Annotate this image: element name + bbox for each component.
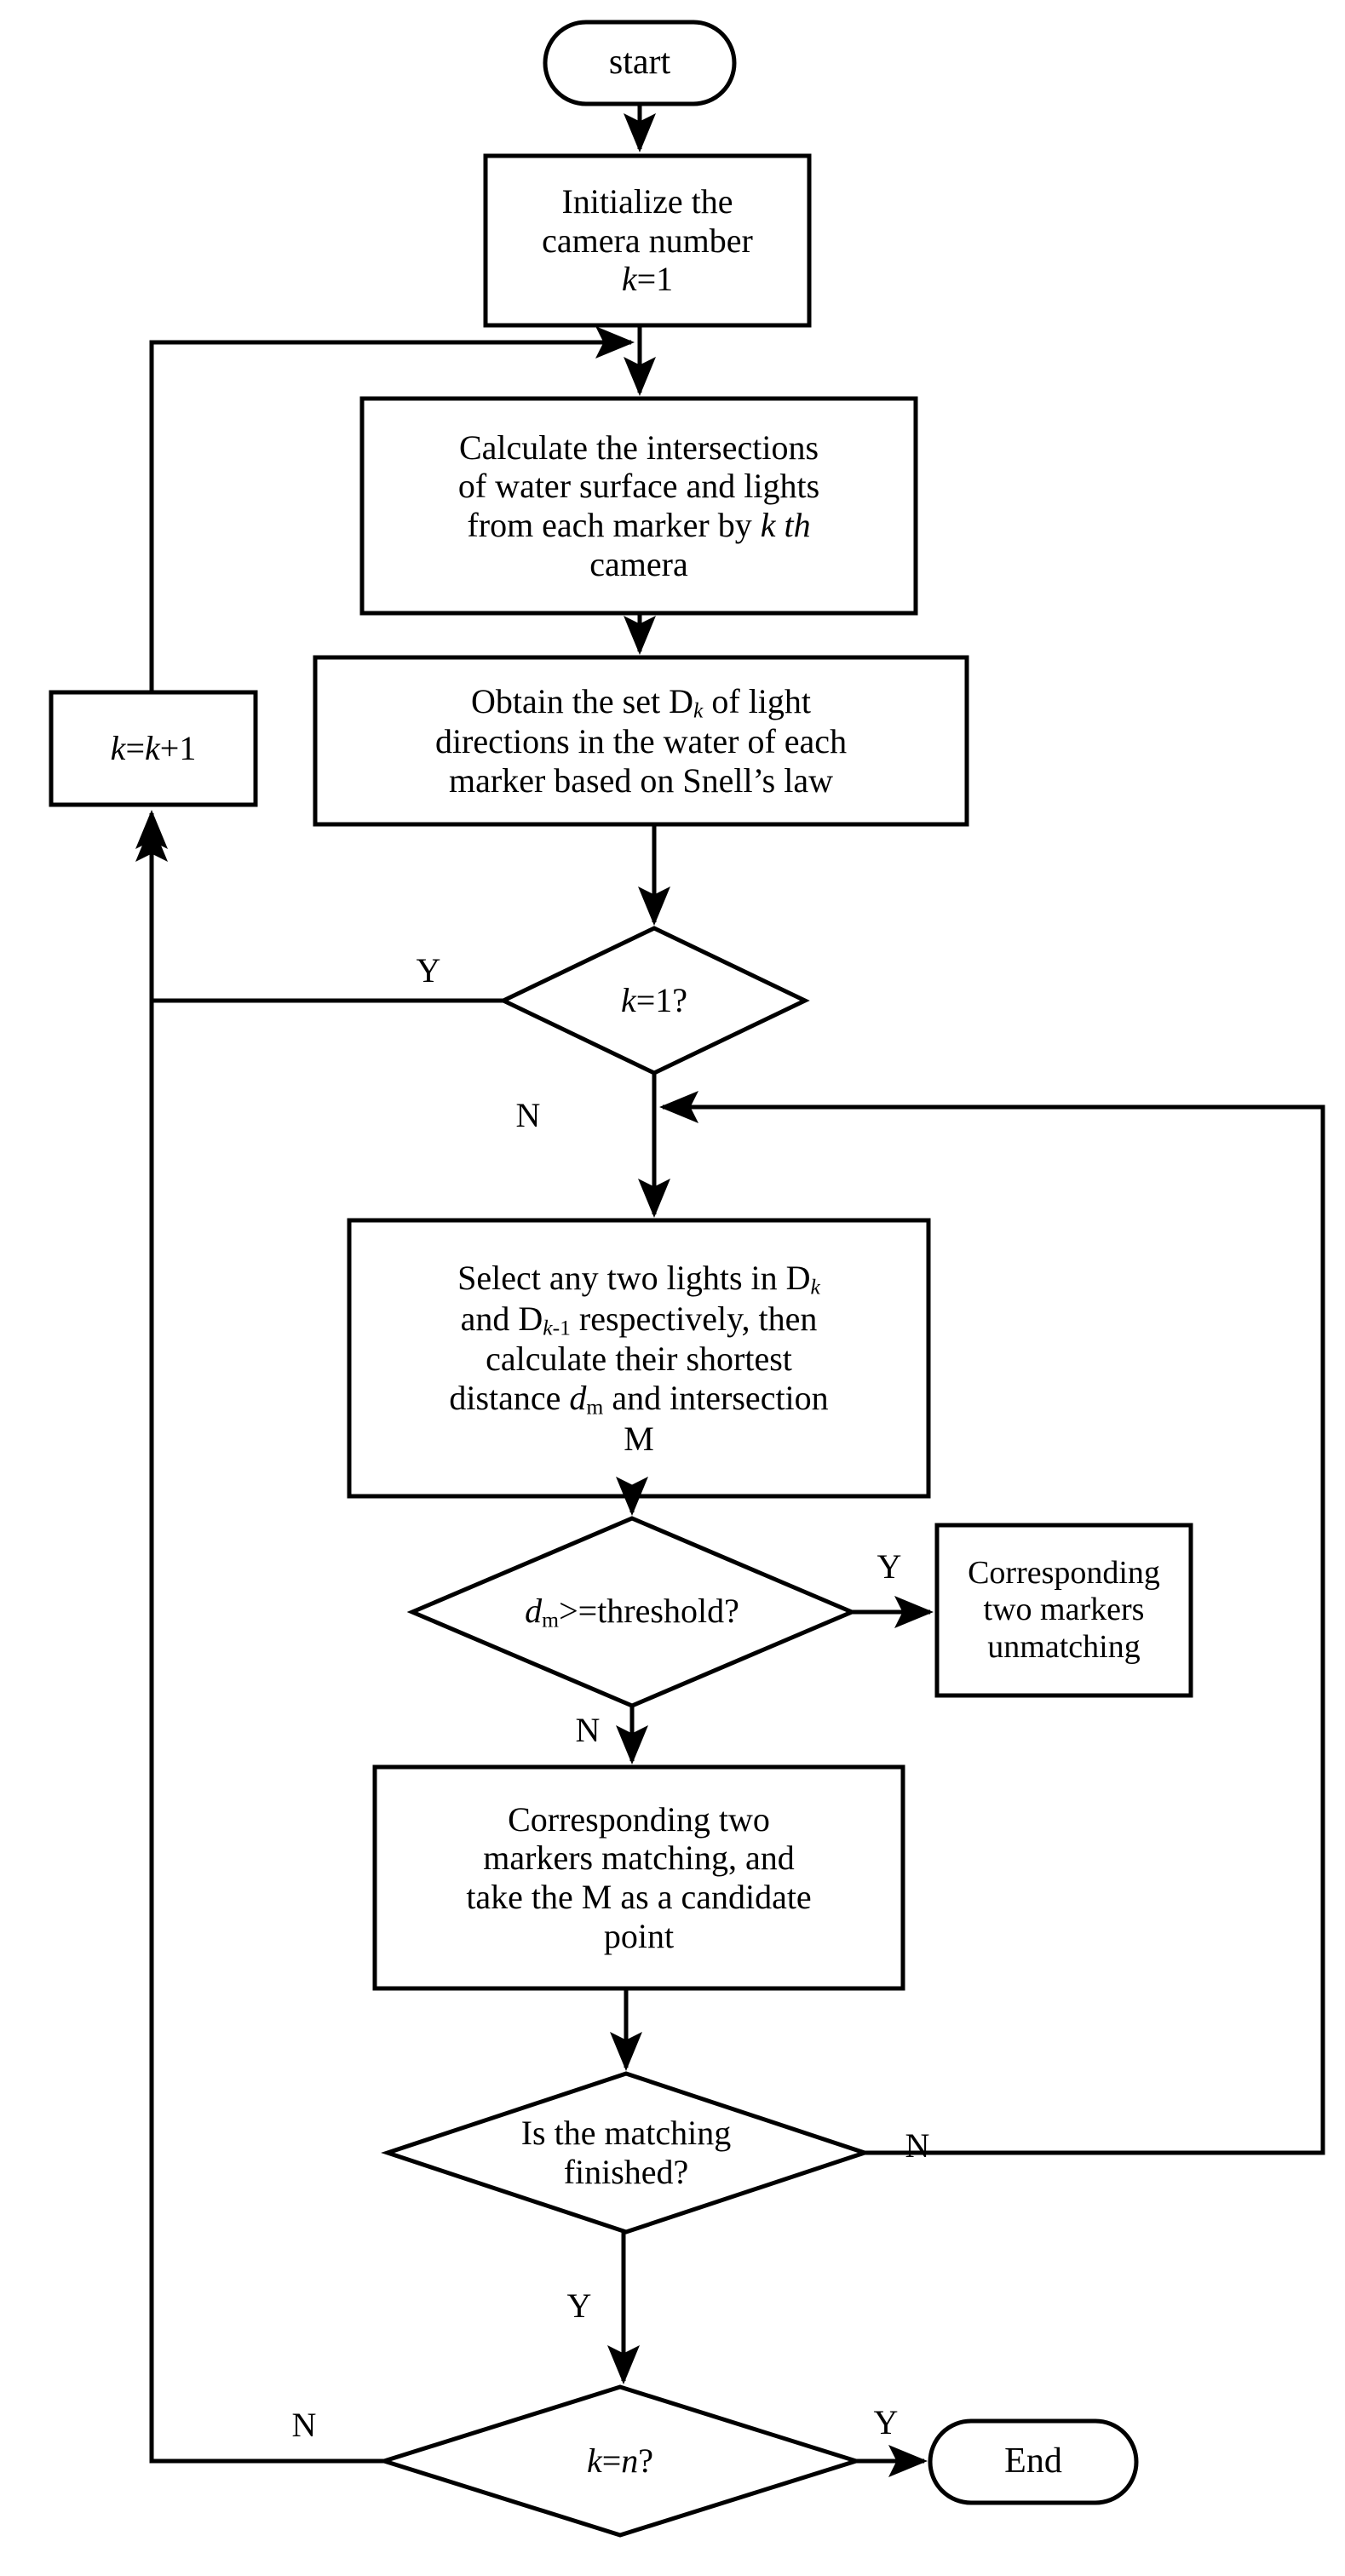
node-end-shape — [928, 2418, 1139, 2505]
node-init-shape — [483, 153, 812, 328]
edge-label-match-done-yes: Y — [566, 2286, 592, 2325]
edge-k-eq-n-no — [135, 809, 384, 2464]
edge-kincr-to-calc — [149, 326, 635, 692]
edge-match-done-no — [658, 1091, 1325, 2155]
node-calc-shape — [359, 396, 918, 616]
edge-k-eq-1-yes — [135, 822, 503, 1003]
node-unmatching-shape — [934, 1523, 1193, 1698]
node-kincr-shape — [49, 690, 258, 807]
edge-label-k-eq-1-no: N — [515, 1096, 541, 1134]
edge-label-k-eq-n-yes: Y — [873, 2403, 899, 2441]
edge-label-k-eq-n-no: N — [291, 2406, 317, 2444]
node-k-eq-n-shape — [376, 2384, 864, 2538]
node-start-shape — [543, 20, 737, 106]
node-obtain-shape — [313, 655, 969, 827]
edge-label-threshold-yes: Y — [877, 1547, 902, 1586]
node-threshold-shape — [406, 1516, 858, 1708]
node-k-eq-1-shape — [498, 926, 810, 1076]
node-matching-shape — [372, 1764, 905, 1991]
node-match-done-shape — [381, 2071, 871, 2235]
edge-label-k-eq-1-yes: Y — [416, 951, 441, 990]
edge-label-match-done-no: N — [905, 2126, 930, 2165]
edge-label-threshold-no: N — [575, 1711, 601, 1749]
node-select-shape — [347, 1218, 931, 1499]
